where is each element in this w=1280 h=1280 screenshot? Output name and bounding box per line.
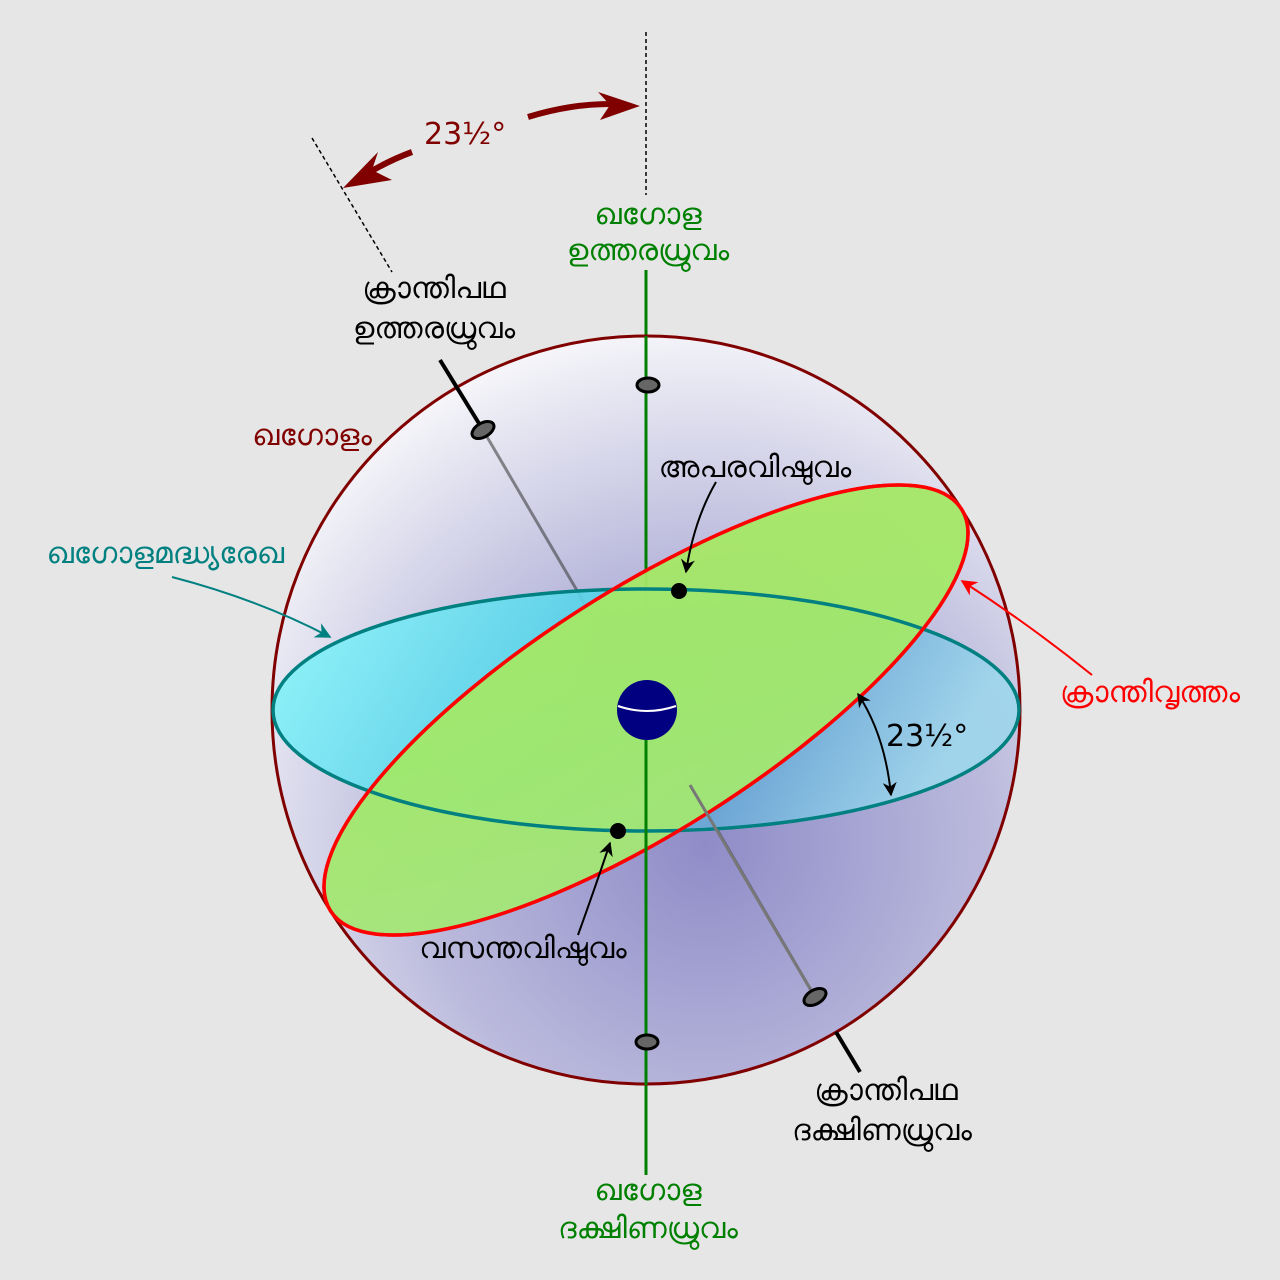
- vernal-equinox-pointer: [577, 841, 613, 936]
- ecliptic-north-pole-label-2: ഉത്തരധ്രുവം: [353, 311, 516, 350]
- tilt-arrowhead-right: [598, 92, 640, 120]
- celestial-north-pole-label-2: ഉത്തരധ്രുവം: [567, 233, 730, 272]
- ecliptic-axis-outer-bottom: [834, 1030, 862, 1074]
- ecliptic-south-pole-marker: [802, 986, 828, 1008]
- ecliptic-axis-outer-top: [438, 358, 485, 432]
- autumnal-equinox-pointer: [680, 481, 717, 574]
- tilt-arrowhead-left: [343, 152, 392, 188]
- ecliptic-circle: [322, 483, 970, 937]
- vernal-equinox-label: വസന്തവിഷുവം: [419, 931, 627, 966]
- tilt-label-inner: 23½°: [886, 719, 968, 754]
- celestial-south-pole-label-2: ദക്ഷിണധ്രുവം: [558, 1211, 738, 1250]
- autumnal-equinox-label: അപരവിഷുവം: [659, 450, 852, 485]
- tilt-arrow-right: [527, 101, 611, 120]
- celestial-south-pole-label-1: ഖഗോള: [594, 1173, 702, 1208]
- vernal-equinox-point: [610, 823, 626, 839]
- ecliptic-axis-extension: [311, 137, 393, 273]
- ecliptic-south-pole-label-1: ക്രാന്തിപഥ: [814, 1073, 958, 1108]
- ecliptic-pointer: [960, 580, 1093, 676]
- equator-pointer: [171, 576, 332, 638]
- celestial-equator-label: ഖഗോളമദ്ധ്യരേഖ: [46, 536, 284, 571]
- celestial-south-pole-marker: [634, 1033, 660, 1051]
- ecliptic-north-pole-marker: [470, 419, 496, 441]
- ecliptic-axis-front: [688, 784, 817, 998]
- celestial-north-pole-marker: [635, 376, 661, 394]
- celestial-north-pole-label-1: ഖഗോള: [594, 197, 702, 232]
- ecliptic-label: ക്രാന്തിവൃത്തം: [1060, 675, 1240, 710]
- earth-equator-line: [617, 705, 677, 712]
- inner-tilt-arc: [857, 692, 897, 797]
- ecliptic-south-pole-label-2: ദക്ഷിണധ്രുവം: [792, 1113, 972, 1152]
- ecliptic-north-pole-label-1: ക്രാന്തിപഥ: [362, 271, 506, 306]
- autumnal-equinox-point: [671, 583, 687, 599]
- celestial-sphere-label: ഖഗോളം: [252, 418, 372, 453]
- tilt-label-top: 23½°: [424, 117, 506, 152]
